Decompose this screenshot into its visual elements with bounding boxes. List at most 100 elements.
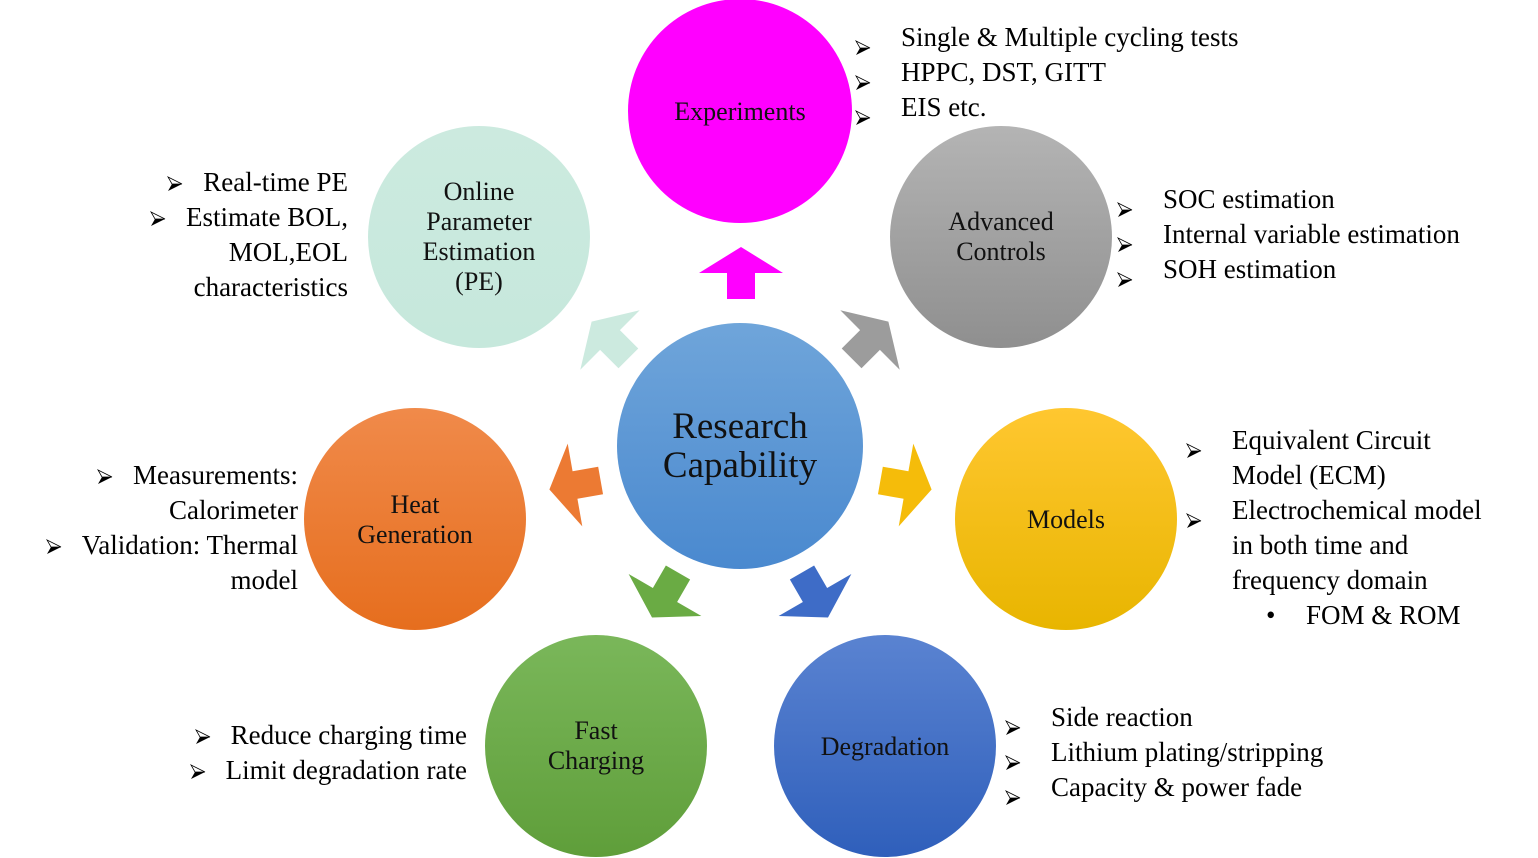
online-pe-label-line-4: (PE) bbox=[455, 267, 503, 296]
sub-list-item: •FOM & ROM bbox=[1186, 598, 1482, 633]
node-experiments[interactable]: Experiments bbox=[628, 0, 852, 223]
list-item: EIS etc. bbox=[854, 90, 1238, 125]
dot-bullet-icon: • bbox=[1266, 600, 1276, 630]
bullet-text: Reduce charging time bbox=[230, 720, 467, 750]
arrow-to-online-pe bbox=[580, 310, 640, 370]
node-fast-charging[interactable]: Fast Charging bbox=[485, 635, 707, 857]
online-pe-label-line-3: Estimation bbox=[423, 237, 536, 266]
fast-charging-label-line-1: Fast bbox=[574, 716, 618, 745]
arrow-to-degradation bbox=[778, 565, 852, 618]
center-label-line-1: Research bbox=[672, 406, 808, 447]
arrowhead-bullet-icon bbox=[1116, 262, 1133, 287]
arrow-to-experiments bbox=[699, 247, 783, 299]
degradation-circle bbox=[774, 635, 996, 857]
arrowhead-bullet-icon bbox=[1185, 433, 1202, 458]
bullet-text: MOL,EOL bbox=[228, 237, 348, 267]
center-circle bbox=[617, 323, 863, 569]
experiments-bullets: Single & Multiple cycling tests HPPC, DS… bbox=[854, 20, 1239, 125]
center-label-line-2: Capability bbox=[663, 445, 818, 486]
arrowhead-bullet-icon bbox=[189, 754, 205, 779]
arrowhead-bullet-icon bbox=[854, 30, 871, 55]
list-item: SOH estimation bbox=[1116, 252, 1460, 287]
list-item: Limit degradation rate bbox=[189, 753, 467, 788]
online-pe-label-line-2: Parameter bbox=[426, 207, 532, 236]
bullet-text: characteristics bbox=[193, 272, 348, 302]
heat-generation-circle bbox=[304, 408, 526, 630]
advanced-controls-circle bbox=[890, 126, 1112, 348]
arrowhead-bullet-icon bbox=[1004, 780, 1021, 805]
arrowhead-bullet-icon bbox=[1185, 503, 1202, 528]
fast-charging-circle bbox=[485, 635, 707, 857]
advanced-controls-label-line-2: Controls bbox=[956, 237, 1046, 266]
node-models[interactable]: Models bbox=[955, 408, 1177, 630]
online-pe-circle bbox=[368, 126, 590, 348]
list-item-continuation: Calorimeter bbox=[46, 493, 298, 528]
arrowhead-bullet-icon bbox=[167, 166, 183, 191]
online-pe-label-line-1: Online bbox=[444, 177, 515, 206]
bullet-text: Internal variable estimation bbox=[1163, 219, 1460, 249]
bullet-text: Capacity & power fade bbox=[1051, 772, 1303, 802]
experiments-label: Experiments bbox=[674, 97, 805, 126]
center-node[interactable]: Research Capability bbox=[617, 323, 863, 569]
bullet-text: Side reaction bbox=[1051, 702, 1193, 732]
list-item: Estimate BOL, bbox=[150, 200, 348, 235]
list-item: SOC estimation bbox=[1116, 182, 1460, 217]
list-item-continuation: Model (ECM) bbox=[1186, 458, 1482, 493]
models-bullets: Equivalent Circuit Model (ECM) Electroch… bbox=[1185, 423, 1482, 633]
bullet-text: Single & Multiple cycling tests bbox=[901, 22, 1239, 52]
arrowhead-bullet-icon bbox=[1116, 227, 1133, 252]
bullet-text: HPPC, DST, GITT bbox=[901, 57, 1107, 87]
arrowhead-bullet-icon bbox=[854, 100, 871, 125]
heat-generation-bullets: Measurements: Calorimeter Validation: Th… bbox=[45, 458, 299, 598]
arrowhead-bullet-icon bbox=[1004, 710, 1021, 735]
bullet-text: in both time and bbox=[1232, 530, 1409, 560]
list-item: Measurements: bbox=[46, 458, 298, 493]
arrow-to-models bbox=[877, 443, 932, 527]
list-item-continuation: frequency domain bbox=[1186, 563, 1482, 598]
bullet-text: Model (ECM) bbox=[1232, 460, 1386, 490]
list-item-continuation: model bbox=[46, 563, 299, 598]
bullet-text: Equivalent Circuit bbox=[1232, 425, 1431, 455]
arrowhead-bullet-icon bbox=[854, 65, 871, 90]
node-online-pe[interactable]: Online Parameter Estimation (PE) bbox=[368, 126, 590, 348]
models-circle bbox=[955, 408, 1177, 630]
arrows-group bbox=[549, 247, 932, 618]
arrowhead-bullet-icon bbox=[1004, 745, 1021, 770]
arrow-to-heat-generation bbox=[549, 443, 604, 527]
arrowhead-bullet-icon bbox=[97, 459, 113, 484]
node-degradation[interactable]: Degradation bbox=[774, 635, 996, 857]
node-advanced-controls[interactable]: Advanced Controls bbox=[890, 126, 1112, 348]
list-item: Side reaction bbox=[1004, 700, 1323, 735]
bullet-text: Calorimeter bbox=[169, 495, 298, 525]
bullet-text: model bbox=[230, 565, 299, 595]
list-item: Reduce charging time bbox=[190, 718, 467, 753]
list-item-continuation: MOL,EOL bbox=[150, 235, 348, 270]
degradation-label: Degradation bbox=[821, 732, 950, 761]
bullet-text: frequency domain bbox=[1232, 565, 1428, 595]
heat-generation-label-line-1: Heat bbox=[390, 490, 440, 519]
node-heat-generation[interactable]: Heat Generation bbox=[304, 408, 526, 630]
fast-charging-bullets: Reduce charging time Limit degradation r… bbox=[189, 718, 467, 788]
fast-charging-label-line-2: Charging bbox=[548, 746, 644, 775]
experiments-circle bbox=[628, 0, 852, 223]
list-item: Single & Multiple cycling tests bbox=[854, 20, 1239, 55]
list-item: Internal variable estimation bbox=[1116, 217, 1460, 252]
bullet-text: Validation: Thermal bbox=[81, 530, 298, 560]
bullet-text: EIS etc. bbox=[901, 92, 987, 122]
degradation-bullets: Side reaction Lithium plating/stripping … bbox=[1004, 700, 1323, 805]
list-item-continuation: characteristics bbox=[150, 270, 348, 305]
arrowhead-bullet-icon bbox=[45, 529, 61, 554]
list-item: Equivalent Circuit bbox=[1185, 423, 1482, 458]
list-item: Electrochemical model bbox=[1185, 493, 1482, 528]
models-label: Models bbox=[1027, 505, 1105, 534]
bullet-text: SOH estimation bbox=[1163, 254, 1337, 284]
list-item: Lithium plating/stripping bbox=[1004, 735, 1323, 770]
online-pe-bullets: Real-time PE Estimate BOL, MOL,EOL chara… bbox=[150, 165, 348, 305]
list-item: Validation: Thermal bbox=[45, 528, 298, 563]
bullet-text: Electrochemical model bbox=[1232, 495, 1482, 525]
bullet-text: Real-time PE bbox=[203, 167, 348, 197]
list-item-continuation: in both time and bbox=[1186, 528, 1482, 563]
arrow-to-fast-charging bbox=[628, 565, 702, 618]
arrowhead-bullet-icon bbox=[1116, 192, 1133, 217]
